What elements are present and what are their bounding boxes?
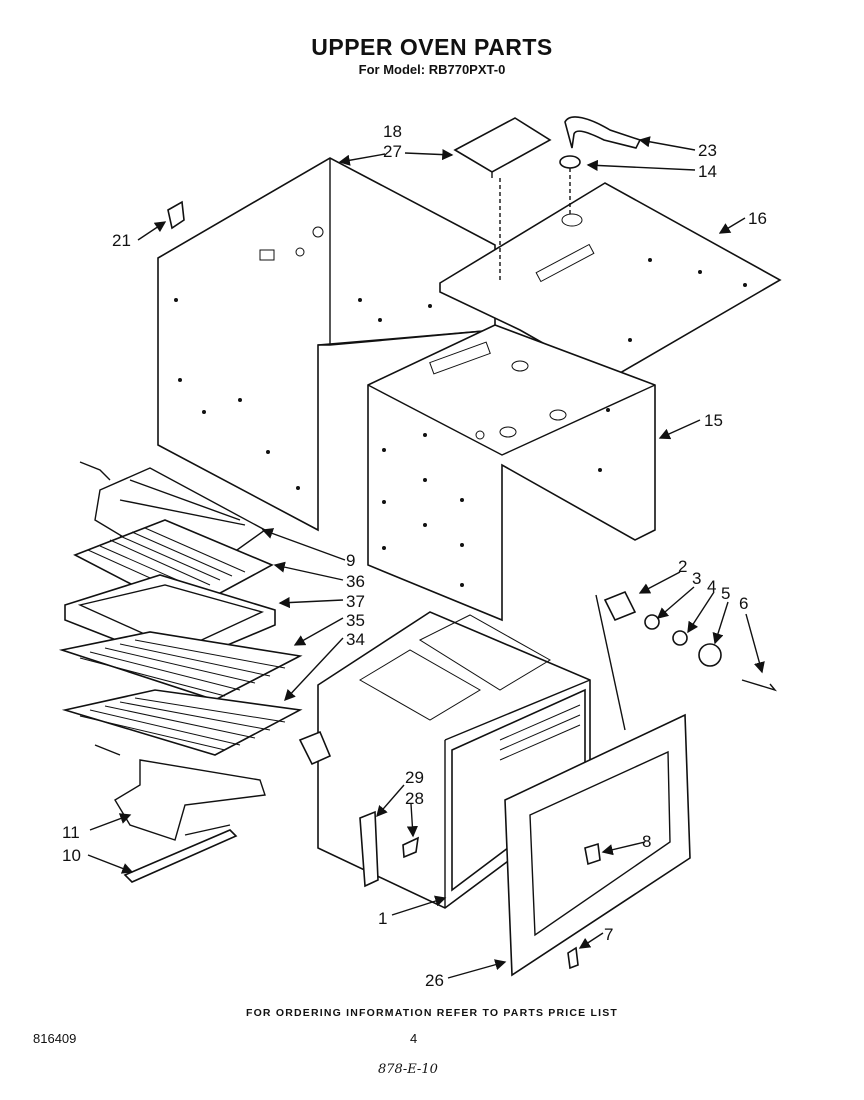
wire-6 — [741, 679, 778, 692]
ordering-note: FOR ORDERING INFORMATION REFER TO PARTS … — [245, 1007, 619, 1019]
top-bracket-part — [453, 117, 552, 280]
callout-10: 10 — [62, 846, 81, 865]
lens-5 — [698, 643, 722, 667]
bake-element-part — [94, 744, 266, 883]
callout-23: 23 — [698, 141, 717, 160]
callout-3: 3 — [692, 569, 701, 588]
outer-shell-part — [157, 157, 496, 532]
leader-lines — [87, 136, 765, 979]
callout-11: 11 — [62, 823, 80, 842]
receptacle-3 — [644, 614, 660, 630]
callout-7: 7 — [604, 925, 613, 944]
oven-rack-lower-part — [61, 689, 303, 756]
callout-6: 6 — [739, 594, 748, 613]
callout-27: 27 — [383, 142, 402, 161]
socket-2 — [603, 590, 637, 622]
callout-35: 35 — [346, 611, 365, 630]
callout-28: 28 — [405, 789, 424, 808]
callout-4: 4 — [707, 577, 716, 596]
callout-29: 29 — [405, 768, 424, 787]
document-number: 816409 — [33, 1031, 77, 1046]
bulb-4 — [672, 630, 688, 646]
callout-labels: 18 27 23 14 16 21 15 9 36 37 35 34 2 3 4… — [62, 122, 767, 990]
oven-liner-part — [367, 324, 656, 622]
broiler-grid-part — [73, 519, 274, 613]
callout-2: 2 — [678, 557, 687, 576]
handwritten-note: 878-E-10 — [378, 1062, 438, 1077]
clip-7 — [567, 946, 579, 970]
callout-21: 21 — [112, 231, 131, 250]
callout-36: 36 — [346, 572, 365, 591]
callout-18: 18 — [383, 122, 402, 141]
clip-28 — [402, 836, 420, 859]
page-title: UPPER OVEN PARTS — [311, 34, 553, 60]
vent-tube-part — [559, 116, 642, 215]
callout-5: 5 — [721, 584, 730, 603]
callout-37: 37 — [346, 592, 365, 611]
callout-9: 9 — [346, 551, 355, 570]
block-connector — [298, 730, 332, 766]
oven-rack-upper-part — [58, 631, 303, 701]
callout-26: 26 — [425, 971, 444, 990]
callout-15: 15 — [704, 411, 723, 430]
callout-34: 34 — [346, 630, 365, 649]
page-number: 4 — [410, 1031, 418, 1046]
sensor-8 — [584, 842, 601, 866]
callout-16: 16 — [748, 209, 767, 228]
callout-1: 1 — [378, 909, 387, 928]
callout-8: 8 — [642, 832, 651, 851]
small-bracket-21 — [167, 200, 185, 230]
bracket-29 — [359, 810, 379, 888]
callout-14: 14 — [698, 162, 717, 181]
model-subtitle: For Model: RB770PXT-0 — [358, 62, 506, 77]
